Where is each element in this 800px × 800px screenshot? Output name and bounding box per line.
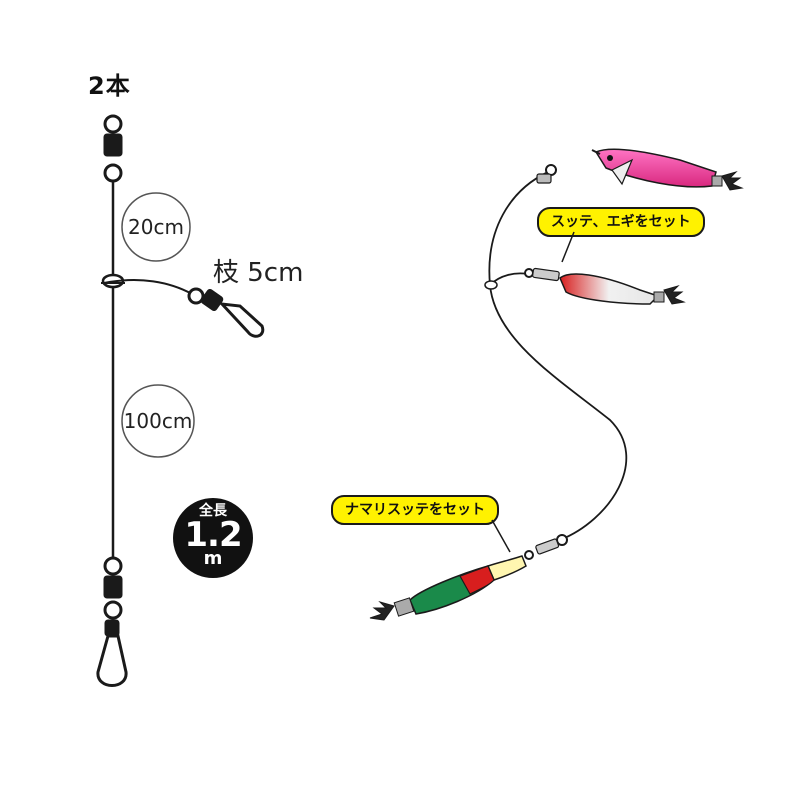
snap-icon [187, 287, 265, 338]
left-rig [96, 114, 265, 687]
snap-icon [96, 619, 128, 687]
rig-count-label: 2本 [88, 72, 131, 100]
callout-top: スッテ、エギをセット [537, 207, 705, 237]
swivel-icon [103, 114, 123, 183]
swivel-icon [524, 534, 568, 560]
right-rig [369, 148, 744, 621]
egi-lure-icon [591, 148, 744, 191]
branch-length-label: 枝 5cm [213, 258, 304, 288]
total-length-unit: m [203, 548, 223, 569]
lower-length-label: 100cm [124, 409, 193, 433]
total-length-badge: 全長 1.2 m [173, 498, 253, 578]
sutte-lure-icon [524, 267, 686, 305]
total-length-value: 1.2 [184, 515, 242, 555]
total-length-label: 全長 [199, 503, 227, 519]
swivel-icon [536, 164, 557, 184]
weighted-sutte-icon [369, 555, 527, 621]
swivel-icon [103, 556, 123, 620]
upper-length-label: 20cm [128, 215, 184, 239]
callout-bottom: ナマリスッテをセット [331, 495, 499, 525]
